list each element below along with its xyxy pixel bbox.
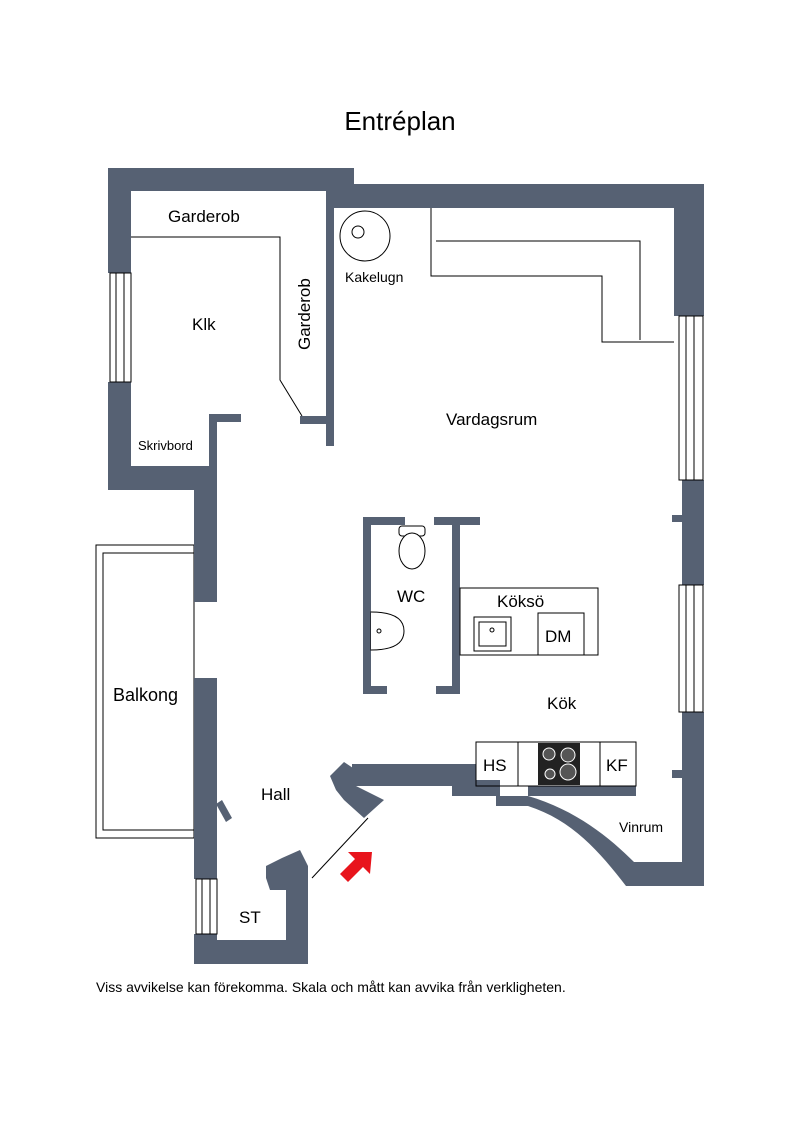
entrance-arrow-icon <box>340 852 372 882</box>
label-kok: Kök <box>547 694 577 713</box>
label-klk: Klk <box>192 315 216 334</box>
toilet-icon <box>398 525 426 570</box>
label-kf: KF <box>606 756 628 775</box>
label-vardagsrum: Vardagsrum <box>446 410 537 429</box>
label-st: ST <box>239 908 261 927</box>
label-skrivbord: Skrivbord <box>138 438 193 453</box>
label-vinrum: Vinrum <box>619 819 663 835</box>
label-kakelugn: Kakelugn <box>345 269 403 285</box>
label-hs: HS <box>483 756 507 775</box>
walls <box>108 168 704 964</box>
stove-icon <box>538 743 580 785</box>
windows <box>109 272 704 935</box>
sink-icon <box>370 611 405 651</box>
interior-lines <box>131 208 674 879</box>
kakelugn-icon <box>339 210 391 262</box>
label-kokso: Köksö <box>497 592 544 611</box>
label-dm: DM <box>545 627 571 646</box>
kitchen-sink-icon <box>473 616 512 652</box>
label-garderob-top: Garderob <box>168 207 240 226</box>
disclaimer-text: Viss avvikelse kan förekomma. Skala och … <box>96 979 566 995</box>
label-balkong: Balkong <box>113 685 178 705</box>
label-garderob-side: Garderob <box>295 278 314 350</box>
label-wc: WC <box>397 587 425 606</box>
label-hall: Hall <box>261 785 290 804</box>
plan-title: Entréplan <box>344 106 456 136</box>
